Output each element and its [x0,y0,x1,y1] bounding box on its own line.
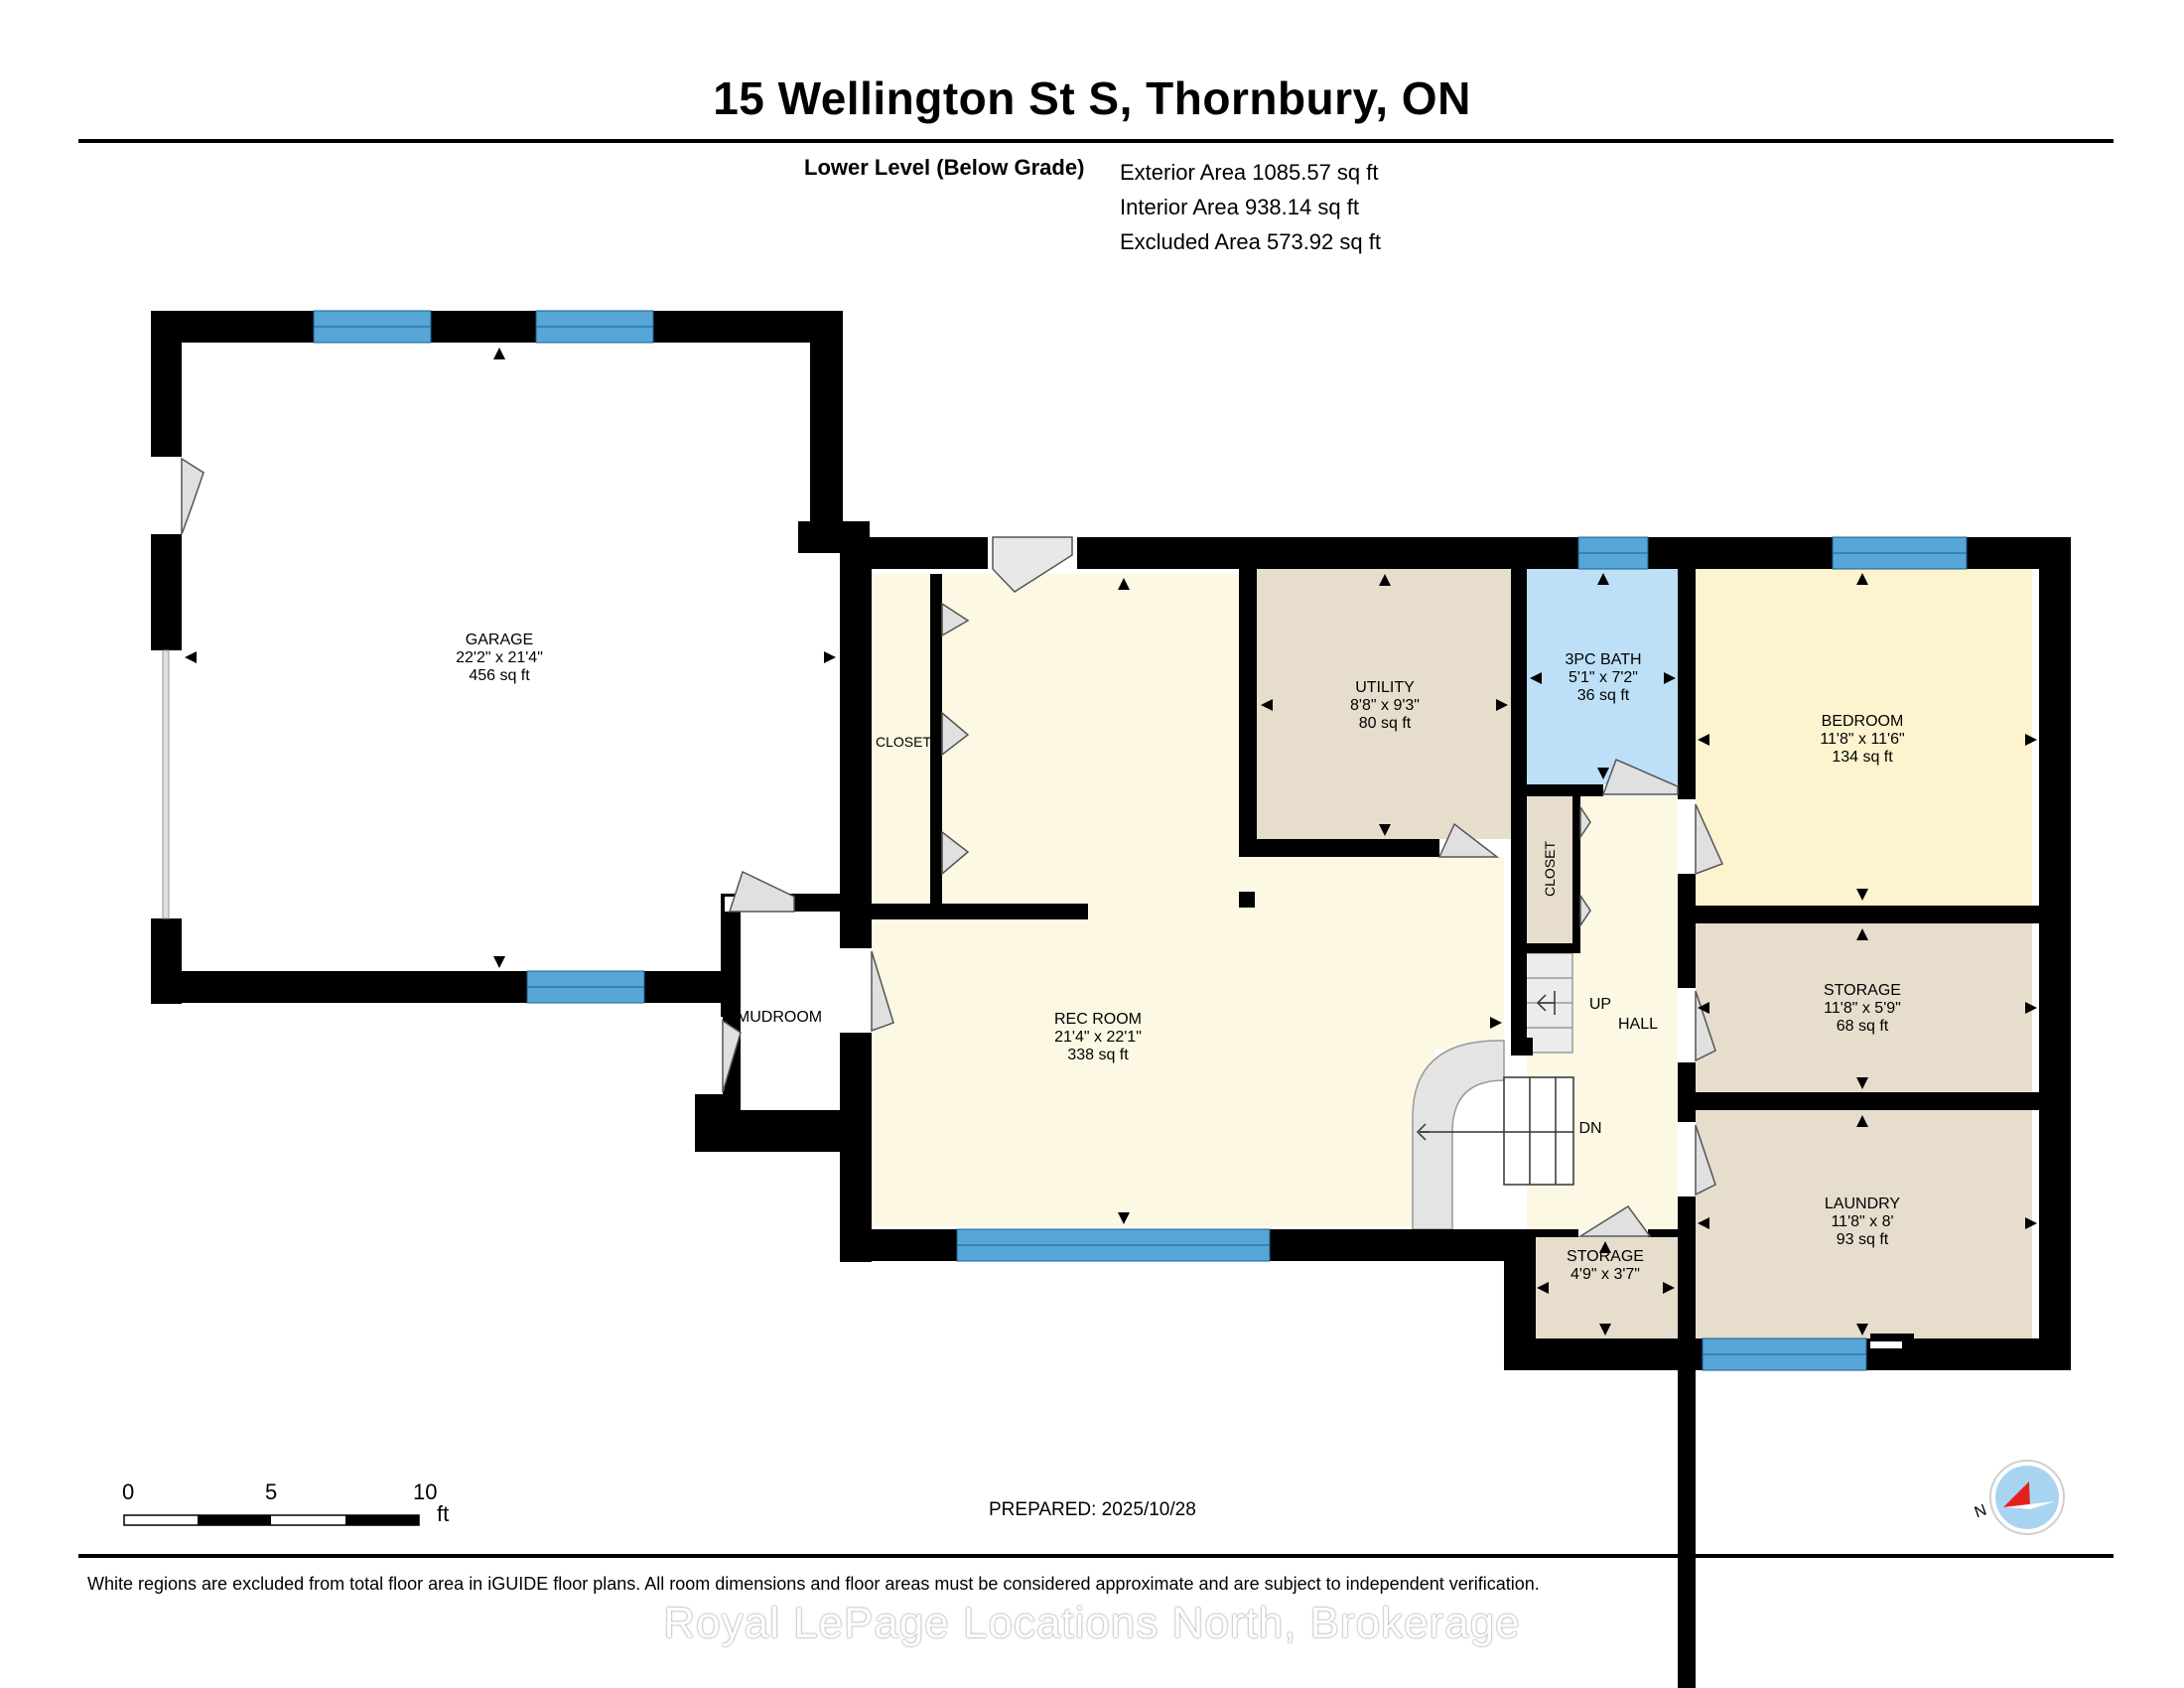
up-arrow-icon [1536,991,1556,1015]
bedroom-name: BEDROOM [1822,713,1904,730]
area-summary: Exterior Area 1085.57 sq ft Interior Are… [1120,155,1381,259]
storage-small-name: STORAGE [1567,1248,1644,1265]
closet-label: CLOSET [876,734,931,750]
compass-tail-icon [2003,1501,2055,1509]
garage-door [162,649,170,919]
bedroom-floor [1695,568,2032,906]
compass-pointer-icon [2003,1481,2030,1509]
bath-name: 3PC BATH [1565,651,1641,668]
stairs-down [1412,1040,1574,1230]
utility-floor [1255,568,1511,839]
storage-area: 68 sq ft [1837,1018,1889,1035]
stairs-down-label: DN [1578,1120,1601,1137]
door-swings [181,457,1724,1237]
storage-small-floor [1534,1236,1678,1338]
utility-name: UTILITY [1355,679,1415,696]
laundry-floor [1695,1110,2032,1338]
rec-room-area: 338 sq ft [1067,1047,1129,1063]
scale-bar [123,1514,420,1526]
disclaimer: White regions are excluded from total fl… [87,1574,1540,1594]
bedroom-area: 134 sq ft [1832,749,1893,766]
watermark: Royal LePage Locations North, Brokerage [663,1599,1521,1647]
garage-area: 456 sq ft [469,667,530,684]
header-rule [78,139,2114,143]
closet-hall-floor [1527,794,1572,943]
page-title: 15 Wellington St S, Thornbury, ON [713,72,1471,124]
excluded-area: Excluded Area 573.92 sq ft [1120,229,1381,254]
bedroom-dims: 11'8" x 11'6" [1820,731,1904,748]
compass: N [1973,1460,2065,1535]
exterior-area: Exterior Area 1085.57 sq ft [1120,160,1379,185]
garage-floor [179,342,810,973]
scale-tick-0: 0 [122,1479,135,1504]
bath-floor [1527,568,1678,784]
wall-segment [1870,1334,1914,1341]
storage-name: STORAGE [1824,982,1901,999]
utility-dims: 8'8" x 9'3" [1350,697,1420,714]
scale-tick-10: 10 [413,1479,438,1504]
mudroom-label: MUDROOM [737,1009,822,1026]
storage-floor [1695,923,2032,1092]
rec-room-dims: 21'4" x 22'1" [1054,1029,1142,1046]
storage-dims: 11'8" x 5'9" [1824,1000,1901,1017]
stairs-up-label: UP [1589,996,1611,1013]
hall-label: HALL [1618,1016,1658,1033]
bath-area: 36 sq ft [1577,687,1630,704]
storage-small-dims: 4'9" x 3'7" [1570,1266,1640,1283]
scale-unit: ft [437,1501,450,1526]
footer-rule [78,1554,2114,1558]
closet-hall-label: CLOSET [1542,841,1558,897]
rec-room-name: REC ROOM [1054,1011,1142,1028]
laundry-name: LAUNDRY [1825,1196,1901,1212]
level-label: Lower Level (Below Grade) [804,155,1085,180]
laundry-dims: 11'8" x 8' [1831,1213,1893,1230]
garage-name: GARAGE [466,632,533,648]
laundry-area: 93 sq ft [1837,1231,1889,1248]
interior-area: Interior Area 938.14 sq ft [1120,195,1359,219]
mudroom-floor [728,912,831,1110]
prepared-date: PREPARED: 2025/10/28 [989,1499,1196,1520]
compass-north-label: N [1973,1502,1989,1522]
scale-tick-5: 5 [265,1479,278,1504]
garage-dims: 22'2" x 21'4" [456,649,543,666]
bath-dims: 5'1" x 7'2" [1569,669,1638,686]
utility-area: 80 sq ft [1359,715,1412,732]
wall-segment [1678,1229,1696,1338]
window-lines [314,326,1967,1355]
dimension-arrows [185,348,2037,1336]
rec-room-floor [870,574,1504,1226]
